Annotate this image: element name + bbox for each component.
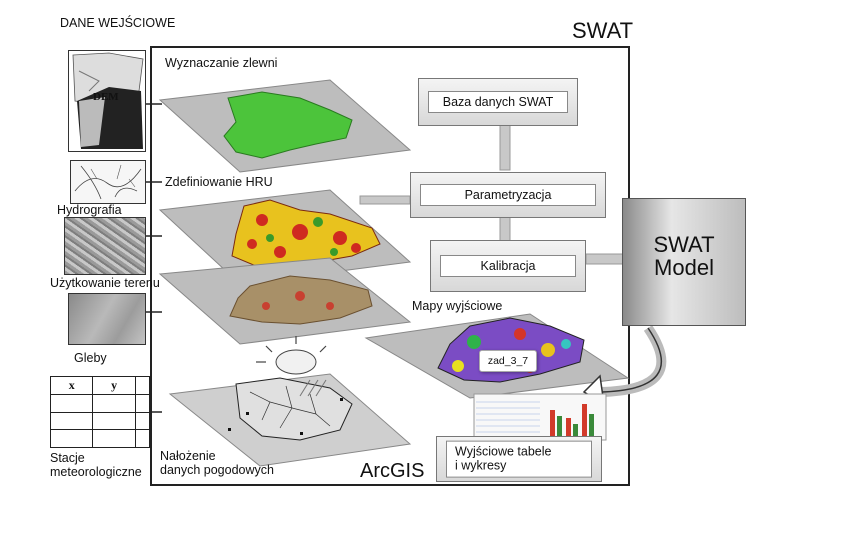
parametrization-box: Parametryzacja: [410, 172, 606, 218]
swat-title: SWAT: [572, 18, 634, 43]
outputs-box: Wyjściowe tabele i wykresy: [436, 436, 602, 482]
input-data-title: DANE WEJŚCIOWE: [60, 16, 176, 30]
soil-thumbnail: [68, 293, 146, 345]
hru-label: Zdefiniowanie HRU: [165, 175, 273, 189]
weather-label: Nałożenie danych pogodowych: [160, 449, 274, 477]
hydrography-thumbnail: [70, 160, 146, 204]
swat-database-label: Baza danych SWAT: [428, 91, 568, 113]
land-use-thumbnail: [64, 217, 146, 275]
watershed-map: [223, 91, 353, 159]
soil-label: Gleby: [74, 351, 107, 365]
watershed-label: Wyznaczanie zlewni: [165, 56, 278, 70]
parametrization-label: Parametryzacja: [420, 184, 596, 206]
station-table: x y: [49, 376, 151, 448]
cloud-icon: [275, 349, 317, 375]
dem-label: DEM: [93, 91, 119, 103]
weather-map: [235, 377, 353, 441]
swat-model-box: SWAT Model: [622, 198, 746, 326]
outputs-label: Wyjściowe tabele i wykresy: [446, 440, 592, 478]
tooltip: zad_3_7: [479, 350, 537, 372]
calibration-box: Kalibracja: [430, 240, 586, 292]
dem-thumbnail: DEM: [68, 50, 146, 152]
arcgis-label: ArcGIS: [360, 460, 425, 482]
swat-database-box: Baza danych SWAT: [418, 78, 578, 126]
calibration-label: Kalibracja: [440, 255, 576, 277]
output-maps-label: Mapy wyjściowe: [412, 299, 503, 313]
hydrography-label: Hydrografia: [57, 203, 122, 217]
swat-model-label: SWAT Model: [653, 232, 715, 281]
stations-label: Stacje meteorologiczne: [50, 451, 142, 479]
land-use-label: Użytkowanie terenu: [50, 276, 160, 290]
